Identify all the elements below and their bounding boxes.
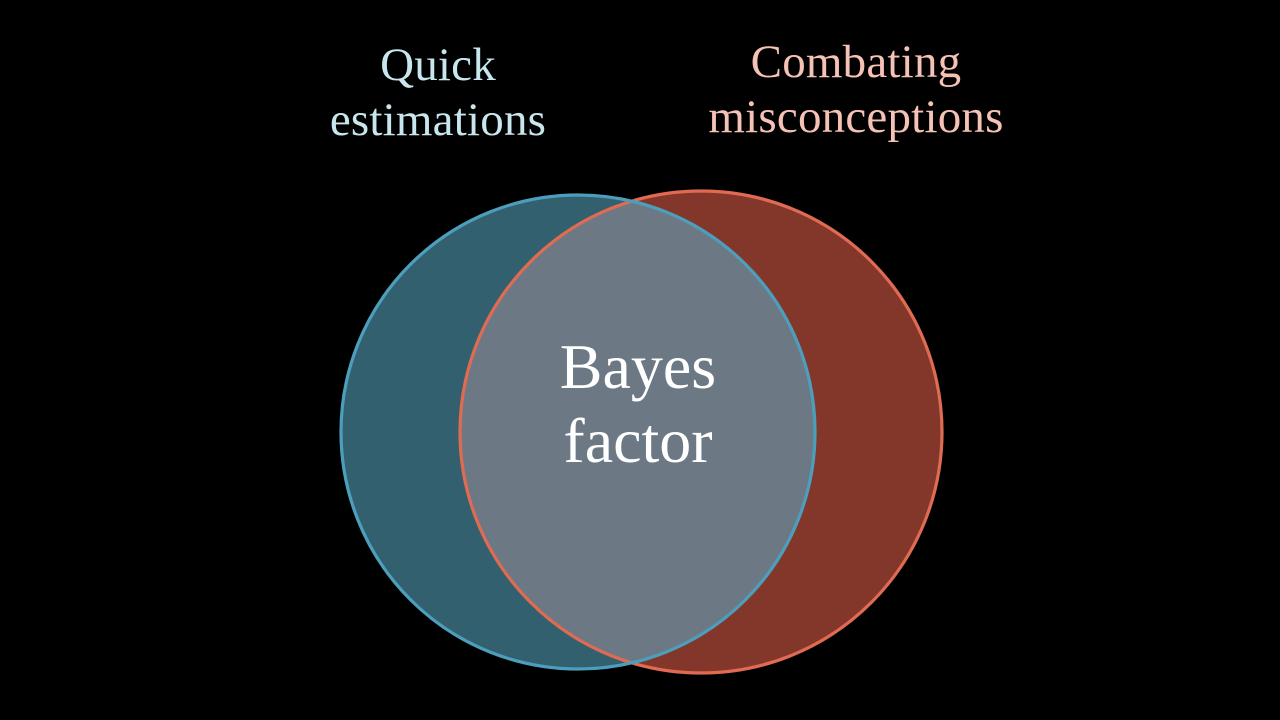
set-left-outline: [339, 193, 817, 671]
set-intersection-fill: [460, 195, 815, 669]
set-right-outline: [458, 189, 944, 675]
